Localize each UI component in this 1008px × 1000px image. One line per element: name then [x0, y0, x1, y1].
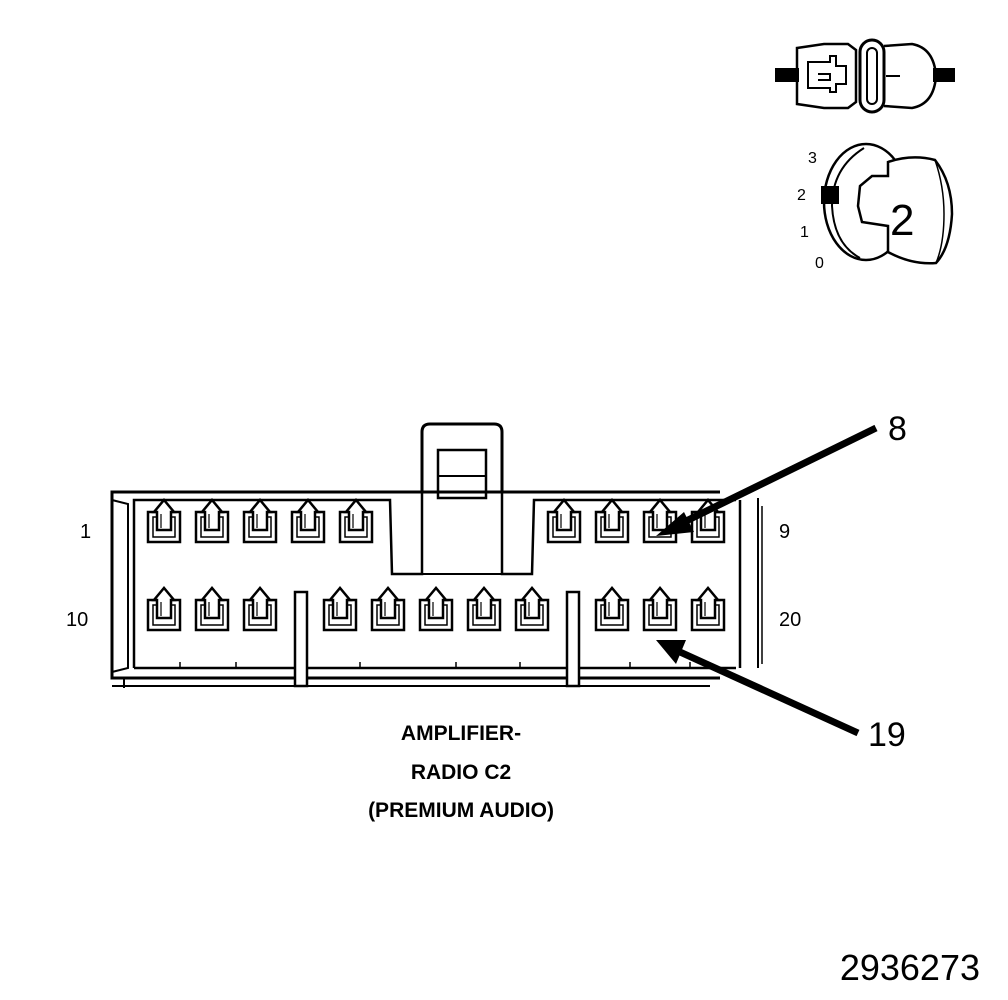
- key-position-icon: 3 2 1 0 2: [797, 142, 954, 272]
- pin-cavity-18: [594, 586, 630, 632]
- pin-cavity-7: [594, 498, 630, 544]
- pin-cavity-16: [466, 586, 502, 632]
- pin-cavity-19: [642, 586, 678, 632]
- connector-type-icon: [775, 38, 955, 114]
- pin-label-9: 9: [779, 521, 790, 543]
- pin-cavity-12: [242, 586, 278, 632]
- connector-title-line1: AMPLIFIER-: [401, 722, 521, 745]
- callout-label-8: 8: [888, 410, 907, 448]
- pin-cavity-15: [418, 586, 454, 632]
- connector-title-line2: RADIO C2: [411, 761, 511, 784]
- callout-arrow-19: [656, 640, 860, 737]
- pin-cavities: [146, 498, 726, 632]
- pin-cavity-20: [690, 586, 726, 632]
- pin-label-20: 20: [779, 609, 801, 631]
- pin-cavity-5: [338, 498, 374, 544]
- callout-arrow-8: [656, 424, 878, 536]
- pin-label-10: 10: [66, 609, 88, 631]
- position-number-0: 0: [815, 255, 824, 272]
- pin-cavity-8: [642, 498, 678, 544]
- pin-cavity-6: [546, 498, 582, 544]
- selected-position-marker: [821, 186, 839, 204]
- pin-cavity-14: [370, 586, 406, 632]
- pin-cavity-1: [146, 498, 182, 544]
- position-number-3: 3: [808, 150, 817, 167]
- pin-cavity-4: [290, 498, 326, 544]
- connector-body: [110, 422, 763, 688]
- pin-cavity-11: [194, 586, 230, 632]
- pin-label-1: 1: [80, 521, 91, 543]
- pin-cavity-2: [194, 498, 230, 544]
- pin-cavity-17: [514, 586, 550, 632]
- pin-cavity-10: [146, 586, 182, 632]
- pin-cavity-3: [242, 498, 278, 544]
- pin-cavity-13: [322, 586, 358, 632]
- position-number-1: 1: [800, 224, 809, 241]
- key-label: 2: [890, 196, 914, 245]
- callout-label-19: 19: [868, 716, 906, 754]
- position-number-2: 2: [797, 187, 806, 204]
- figure-number: 2936273: [840, 947, 980, 988]
- connector-title-line3: (PREMIUM AUDIO): [368, 799, 554, 822]
